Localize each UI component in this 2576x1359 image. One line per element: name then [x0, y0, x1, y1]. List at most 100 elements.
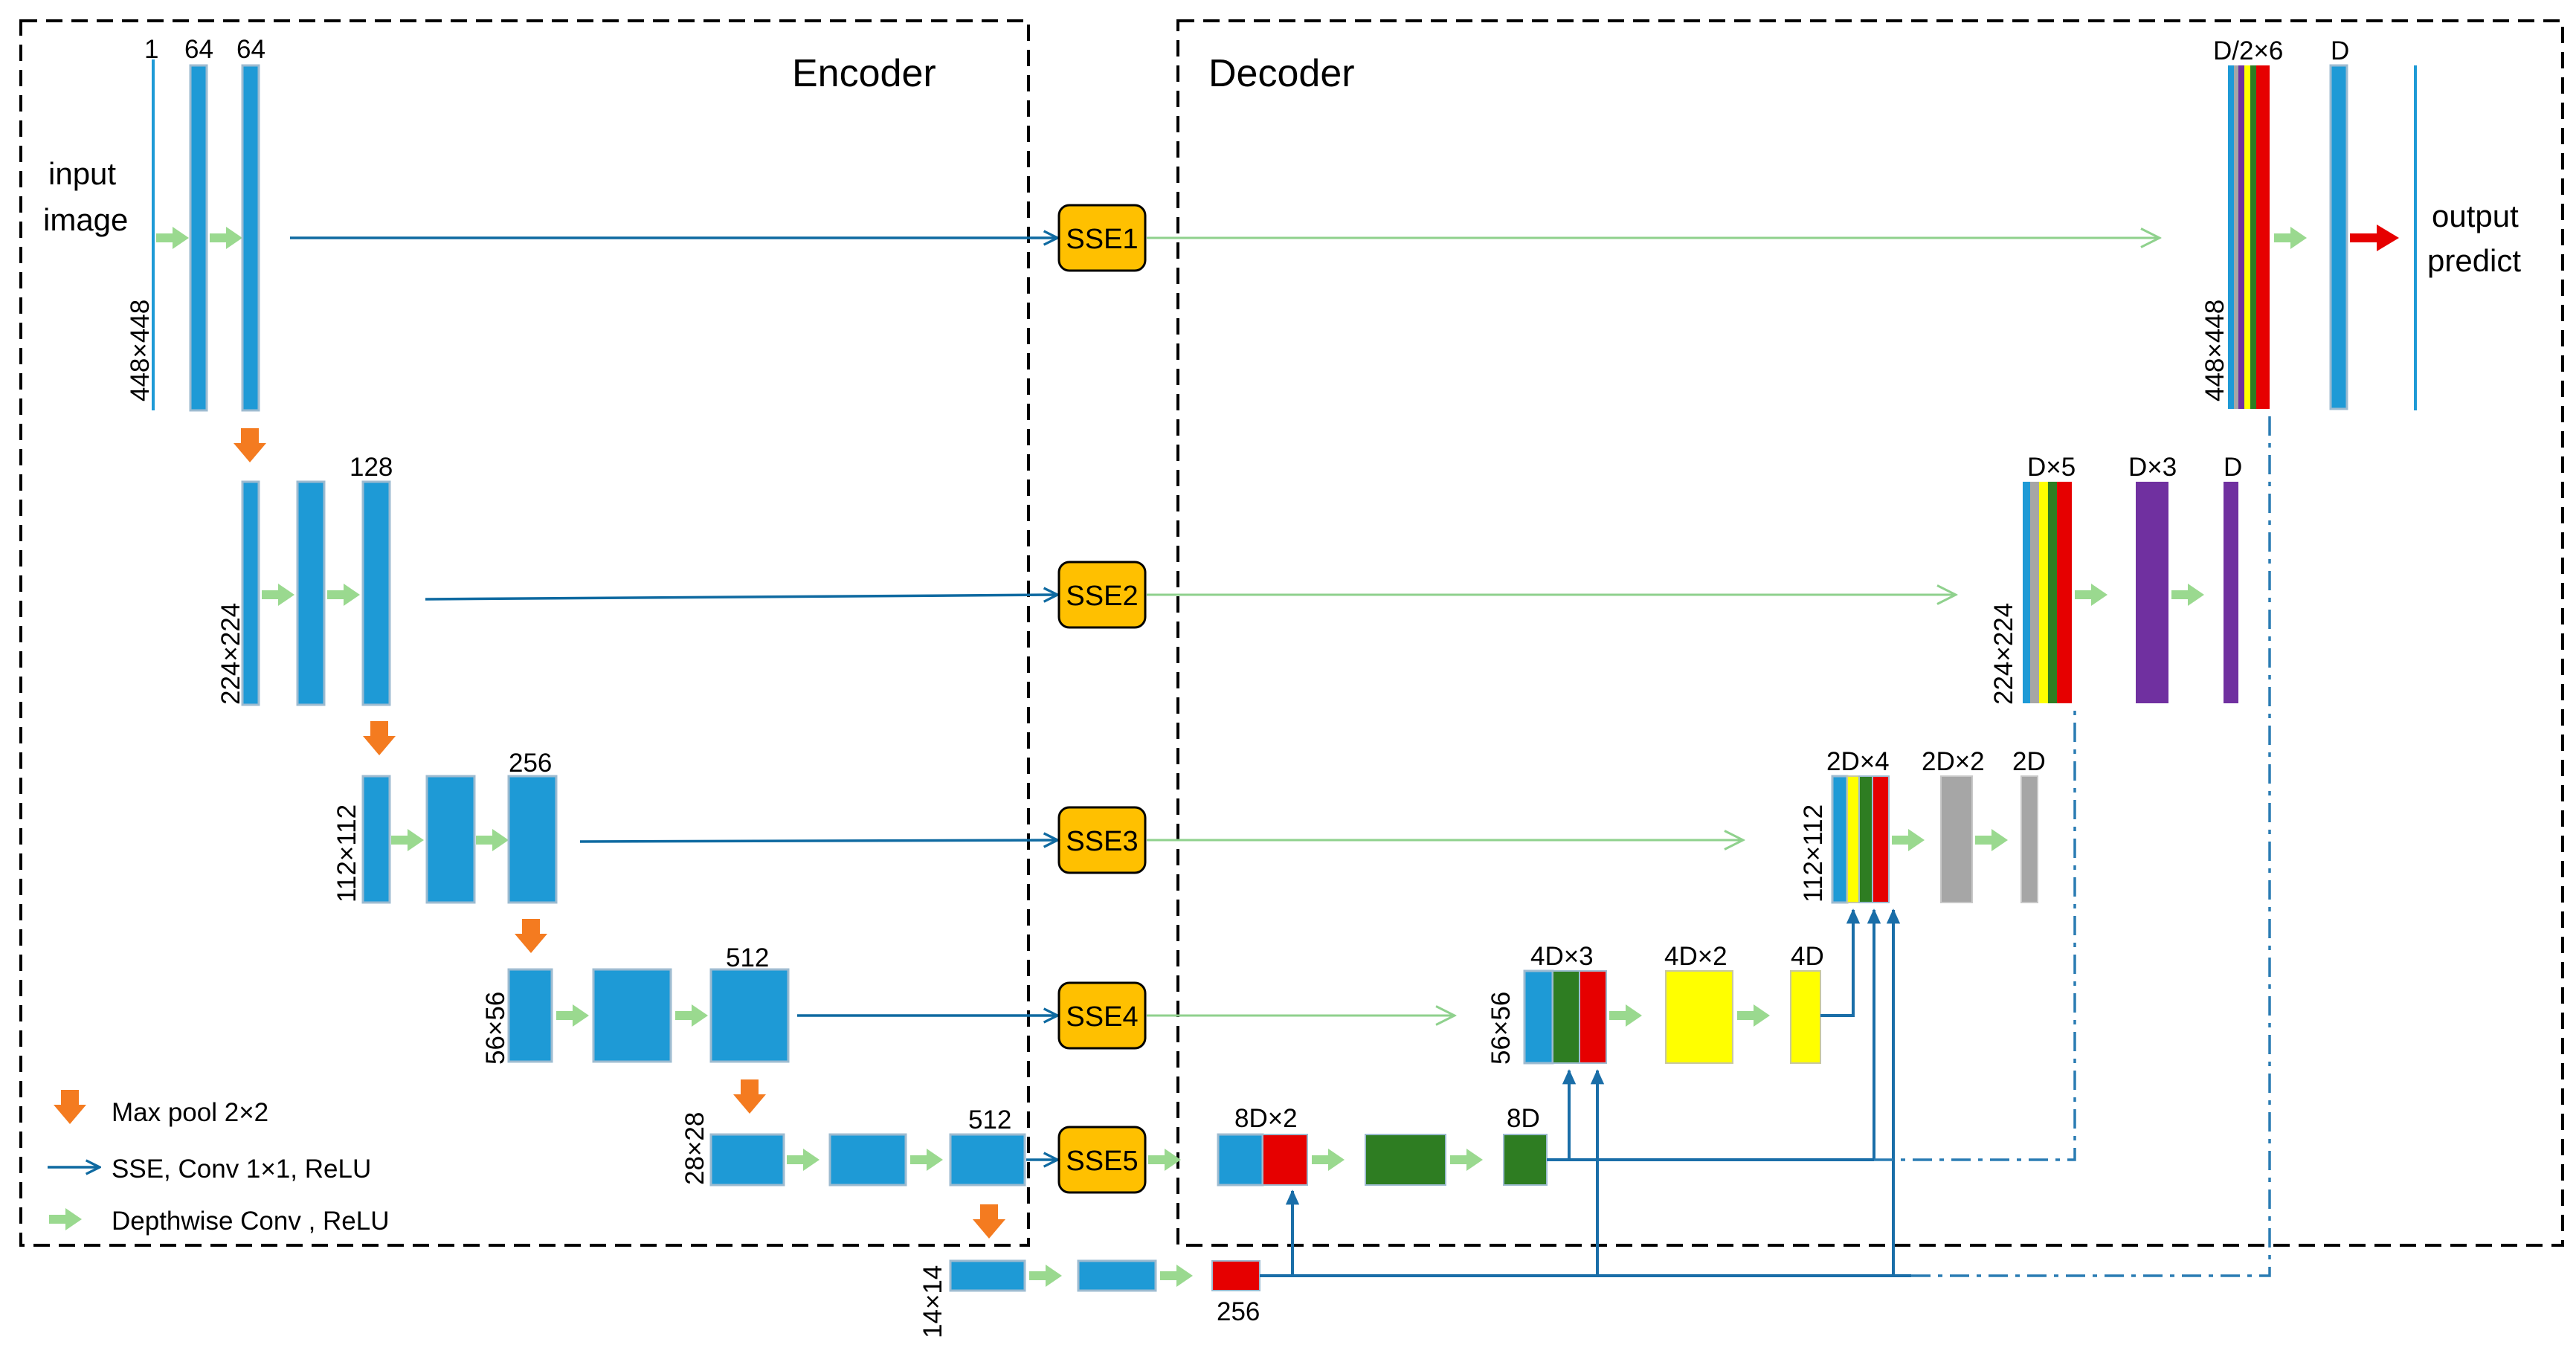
channel-label-256: 256: [509, 749, 552, 778]
depthwise-arrow: [391, 829, 424, 851]
encoder-title: Encoder: [792, 52, 936, 95]
sse-block-3: SSE3: [1057, 806, 1147, 874]
maxpool-arrow: [733, 1079, 766, 1114]
dec2-label-b: D×3: [2128, 453, 2177, 482]
dec2-stripe-gray: [2030, 482, 2039, 703]
depthwise-arrow: [156, 227, 189, 249]
feature-map-e3a: [361, 775, 391, 904]
dec5-green-b: [1503, 1134, 1548, 1186]
dec5-green-a: [1365, 1134, 1446, 1186]
dec1-stripe-red: [2256, 65, 2270, 409]
dec3-green: [1858, 775, 1873, 903]
decoder-frame: [1176, 19, 2564, 1247]
dec1-label-a: D/2×6: [2213, 36, 2283, 65]
size-label-d2: 224×224: [1989, 603, 2018, 705]
feature-map-e5c: [949, 1133, 1026, 1187]
input-label-line2: image: [43, 202, 128, 237]
dec5-blue: [1217, 1133, 1264, 1187]
size-label-bottleneck: 14×14: [918, 1265, 947, 1338]
depthwise-arrow: [787, 1149, 820, 1171]
skip-connection-2: [425, 595, 1057, 599]
output-label-line1: output: [2432, 198, 2519, 233]
feature-map-e2c: [361, 480, 391, 706]
sse-label-2: SSE2: [1066, 581, 1138, 612]
output-label-line2: predict: [2427, 243, 2521, 278]
maxpool-arrow: [515, 919, 547, 953]
feature-map-e5b: [828, 1133, 907, 1187]
dec5-label-b: 8D: [1507, 1104, 1540, 1133]
dec5-red: [1262, 1134, 1308, 1186]
depthwise-arrow: [2274, 227, 2307, 249]
depthwise-arrow: [1737, 1004, 1770, 1027]
depthwise-arrow: [1975, 829, 2008, 851]
feature-map-e3c: [507, 775, 558, 904]
dec3-gray-a: [1940, 775, 1973, 903]
depthwise-arrow: [1029, 1265, 1062, 1287]
maxpool-arrow: [973, 1204, 1005, 1239]
dec1-stripe-gray: [2234, 65, 2238, 409]
depthwise-arrow: [1609, 1004, 1642, 1027]
size-label-d3: 112×112: [1799, 804, 1828, 903]
skip-connection-3: [579, 840, 1057, 842]
dec3-blue: [1831, 775, 1849, 904]
feature-map-b2: [1077, 1259, 1157, 1292]
dec3-label-c: 2D: [2012, 747, 2046, 776]
input-label-line1: input: [48, 156, 116, 191]
feature-map-e1a: [189, 64, 208, 412]
dec2-label-c: D: [2224, 453, 2242, 482]
feature-map-e5a: [709, 1133, 785, 1187]
sse-label-3: SSE3: [1066, 826, 1138, 857]
dec4-label-c: 4D: [1791, 942, 1824, 971]
sse-block-4: SSE4: [1057, 981, 1147, 1050]
feature-map-e4b: [592, 968, 672, 1063]
dec5-dashdot: [1874, 703, 2076, 1161]
dec3-yellow: [1846, 775, 1860, 903]
dec2-purple-a: [2136, 482, 2168, 703]
depthwise-arrow: [476, 829, 509, 851]
feature-map-e3b: [425, 775, 476, 904]
dec1-blue: [2329, 64, 2348, 410]
channel-label-64b: 64: [236, 35, 265, 64]
dec4-yellow-a: [1665, 970, 1733, 1064]
bottleneck-red: [1211, 1260, 1260, 1291]
maxpool-arrow: [234, 428, 266, 462]
sse-block-2: SSE2: [1057, 561, 1147, 629]
size-label-l5: 28×28: [680, 1112, 709, 1185]
legend-depthwise-icon: [49, 1208, 82, 1230]
dec1-label-b: D: [2331, 36, 2349, 65]
dec4-green: [1552, 970, 1580, 1064]
sse-label-1: SSE1: [1066, 224, 1138, 255]
bottleneck-channel-label: 256: [1217, 1297, 1260, 1326]
depthwise-arrow: [327, 584, 360, 606]
channel-label-128: 128: [350, 453, 393, 482]
dec4-to-dec3: [1820, 908, 1861, 1017]
maxpool-arrow: [363, 721, 396, 755]
size-label-l2: 224×224: [216, 603, 245, 705]
size-label-d1: 448×448: [2200, 300, 2229, 401]
dec2-purple-b: [2224, 482, 2238, 703]
depthwise-arrow: [1160, 1265, 1193, 1287]
feature-map-e4a: [507, 968, 553, 1063]
legend-sse: SSE, Conv 1×1, ReLU: [112, 1155, 371, 1184]
feature-map-e4c: [709, 968, 790, 1063]
dec2-stripe-green: [2048, 482, 2057, 703]
output-arrow: [2350, 225, 2399, 251]
decoder-title: Decoder: [1208, 52, 1355, 95]
dec3-gray-b: [2020, 775, 2038, 903]
dec3-label-a: 2D×4: [1826, 747, 1890, 776]
feature-map-e1b: [241, 64, 260, 412]
depthwise-arrow: [556, 1004, 589, 1027]
depthwise-arrow: [210, 227, 242, 249]
sse-block-1: SSE1: [1057, 204, 1147, 272]
dec2-stripe-yellow: [2039, 482, 2048, 703]
depthwise-arrow: [1450, 1149, 1483, 1171]
dec1-stripe-purple: [2238, 65, 2244, 409]
dec3-label-b: 2D×2: [1922, 747, 1985, 776]
depthwise-arrow: [910, 1149, 943, 1171]
depthwise-arrow: [1148, 1149, 1181, 1171]
sse-label-5: SSE5: [1066, 1146, 1138, 1177]
size-label-d4: 56×56: [1487, 992, 1516, 1065]
channel-label-512a: 512: [726, 943, 769, 972]
depthwise-arrow: [675, 1004, 708, 1027]
